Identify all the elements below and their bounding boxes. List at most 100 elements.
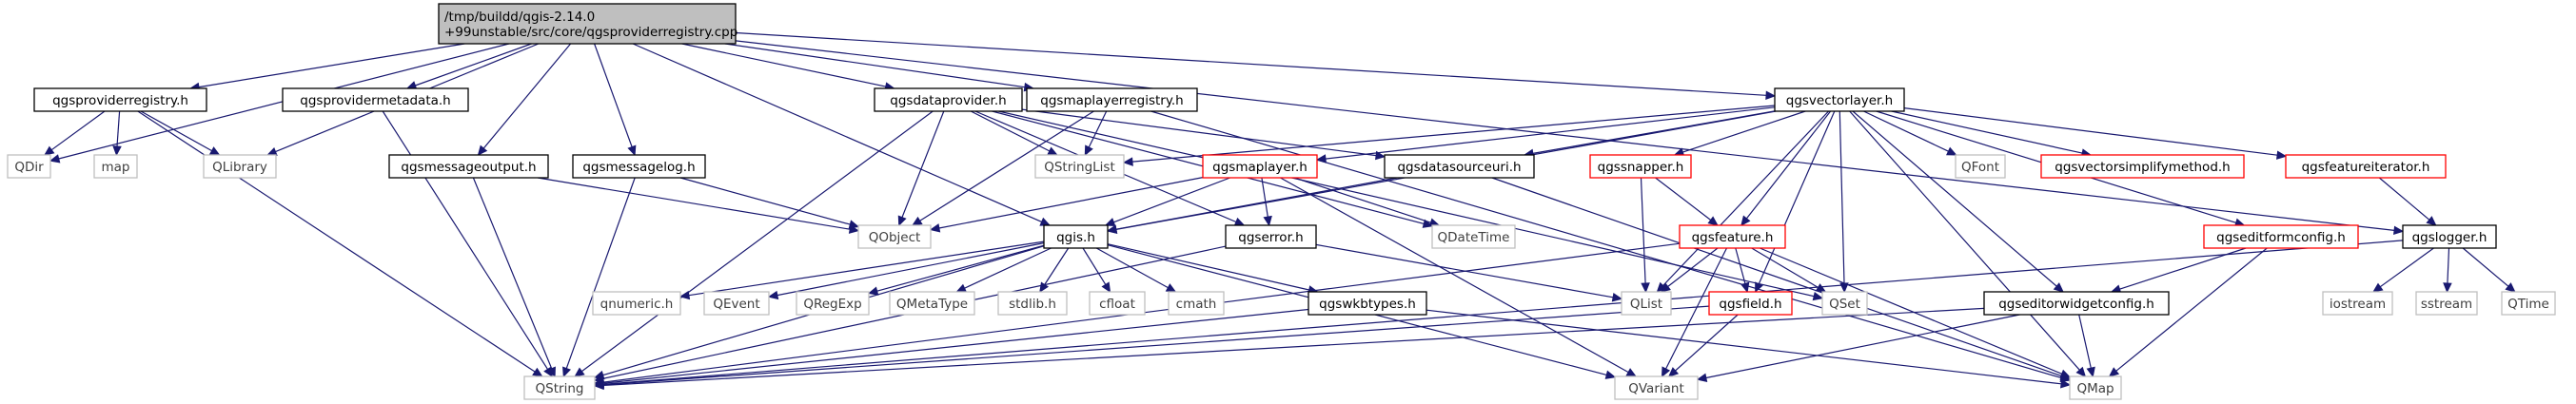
node-qgsprovidermetadata-h[interactable]: qgsprovidermetadata.h: [282, 87, 469, 112]
edge-arrowhead: [911, 216, 923, 226]
edge-qgsproviderregistry_h-to-map: [112, 110, 122, 157]
node-box: [1955, 154, 2006, 179]
node-QMap: QMap: [2069, 375, 2122, 400]
node-box: [796, 291, 870, 316]
node-label: stdlib.h: [1009, 297, 1056, 312]
node-box: [1708, 291, 1793, 316]
edge-qgsproviderregistry_h-to-QLibrary: [140, 110, 221, 156]
node-label: qgsvectorsimplifymethod.h: [2055, 160, 2231, 175]
edge-qgsmaplayer_h-to-QObject: [929, 177, 1204, 233]
node-qgseditorwidgetconfig-h[interactable]: qgseditorwidgetconfig.h: [1983, 291, 2170, 316]
edge-arrowhead: [2276, 150, 2288, 160]
edge-arrowhead: [1946, 146, 1957, 156]
node-stdlib-h: stdlib.h: [997, 291, 1068, 316]
node-box: [1983, 291, 2170, 316]
node-qgsproviderregistry-h[interactable]: qgsproviderregistry.h: [33, 87, 207, 112]
edge-arrowhead: [867, 286, 879, 296]
node-box: [572, 154, 706, 179]
edge-qgsvectorlayer_h-to-QList: [1656, 110, 1830, 293]
node-qgsmessageoutput-h[interactable]: qgsmessageoutput.h: [388, 154, 549, 179]
node-QRegExp: QRegExp: [796, 291, 870, 316]
edge-line: [938, 177, 1204, 229]
node-label: QDir: [14, 160, 44, 175]
node-QFont: QFont: [1955, 154, 2006, 179]
node-box: [1026, 87, 1198, 112]
edge-arrowhead: [897, 215, 907, 227]
edge-line: [1113, 177, 1230, 223]
edge-qgsproviderregistry_h-to-QDir: [44, 110, 106, 156]
edge-line: [1760, 247, 2062, 375]
node-label: qgsdatasourceuri.h: [1397, 160, 1521, 175]
node-qgserror-h[interactable]: qgserror.h: [1225, 224, 1317, 249]
edge-qgsfeature_h-to-QVariant: [1661, 247, 1728, 378]
edge-qgssnapper_h-to-QList: [1640, 177, 1650, 294]
node-label: QSet: [1829, 297, 1860, 312]
node-sstream: sstream: [2415, 291, 2478, 316]
node-box: [1168, 291, 1225, 316]
edge-line: [1839, 110, 1845, 284]
edge-line: [1325, 106, 1776, 160]
node-label: qgseditorwidgetconfig.h: [1998, 297, 2154, 312]
edge-qgis_h-to-QEvent: [767, 242, 1045, 300]
edge-qgis_h-to-qgswkbtypes_h: [1107, 243, 1319, 295]
edge-qgsdatasourceuri_h-to-QMap: [1491, 177, 2072, 380]
edge-qgswkbtypes_h-to-QString: [593, 308, 1309, 388]
node-qgsmessagelog-h[interactable]: qgsmessagelog.h: [572, 154, 706, 179]
edge-root-to-qgsmaplayerregistry_h: [724, 43, 1035, 92]
edge-arrowhead: [1656, 281, 1667, 293]
edge-line: [1280, 177, 1629, 374]
edge-qgsvectorlayer_h-to-QStringList: [1122, 105, 1776, 166]
edge-arrowhead: [2393, 225, 2405, 236]
node-box: [2040, 154, 2245, 179]
node-box: [874, 87, 1023, 112]
node-qgsdataprovider-h[interactable]: qgsdataprovider.h: [874, 87, 1023, 112]
edge-qgsvectorlayer_h-to-qgsmaplayer_h: [1315, 106, 1776, 164]
edge-qgseditorwidgetconfig_h-to-QMap: [2078, 314, 2095, 378]
edge-qgseditformconfig_h-to-QMap: [2108, 247, 2268, 377]
edge-qgsmessageoutput_h-to-QString: [472, 177, 556, 378]
node-qgswkbtypes-h[interactable]: qgswkbtypes.h: [1308, 291, 1427, 316]
edge-line: [1745, 110, 1832, 220]
edge-line: [688, 240, 1045, 297]
edge-qgsprovidermetadata_h-to-QString: [382, 110, 553, 378]
edge-arrowhead: [1106, 224, 1118, 234]
edge-qgsdataprovider_h-to-QObject: [897, 110, 945, 227]
edge-line: [632, 43, 1042, 222]
node-label: /tmp/buildd/qgis-2.14.0: [444, 10, 595, 25]
edge-line: [137, 110, 536, 373]
node-box: [1308, 291, 1427, 316]
edge-arrowhead: [1101, 281, 1111, 294]
edge-line: [2115, 247, 2268, 372]
edge-qgis_h-to-QRegExp: [867, 244, 1045, 296]
node-cmath: cmath: [1168, 291, 1225, 316]
node-label: QMap: [2076, 381, 2114, 396]
node-qgis-h[interactable]: qgis.h: [1043, 224, 1109, 249]
edge-line: [1107, 243, 1309, 291]
node-box: [703, 291, 770, 316]
node-qgsvectorlayer-h[interactable]: qgsvectorlayer.h: [1774, 87, 1905, 112]
edge-qgseditorwidgetconfig_h-to-QString: [593, 307, 1985, 391]
node-box: [1225, 224, 1317, 249]
edge-arrowhead: [547, 366, 556, 378]
node-label: qgsfeature.h: [1692, 230, 1774, 245]
node-qgsmaplayerregistry-h[interactable]: qgsmaplayerregistry.h: [1026, 87, 1198, 112]
edge-line: [1682, 110, 1806, 153]
edge-line: [964, 247, 1052, 289]
node-qgsdatasourceuri-h[interactable]: qgsdatasourceuri.h: [1384, 154, 1535, 179]
edge-line: [1115, 177, 1398, 230]
edge-arrowhead: [1084, 144, 1093, 157]
node-box: [1614, 375, 1699, 400]
edge-arrowhead: [1660, 282, 1671, 293]
node-label: cmath: [1176, 297, 1217, 312]
node-root: /tmp/buildd/qgis-2.14.0+99unstable/src/c…: [438, 3, 737, 45]
edge-line: [2378, 177, 2430, 221]
node-QMetaType: QMetaType: [889, 291, 975, 316]
node-qgsfeatureiterator-h: qgsfeatureiterator.h: [2285, 154, 2447, 179]
edge-arrowhead: [1263, 215, 1272, 227]
edge-arrowhead: [1375, 150, 1386, 161]
edge-arrowhead: [2426, 216, 2437, 226]
node-qgslogger-h[interactable]: qgslogger.h: [2402, 224, 2497, 249]
edge-line: [482, 43, 572, 149]
node-label: iostream: [2330, 297, 2386, 312]
